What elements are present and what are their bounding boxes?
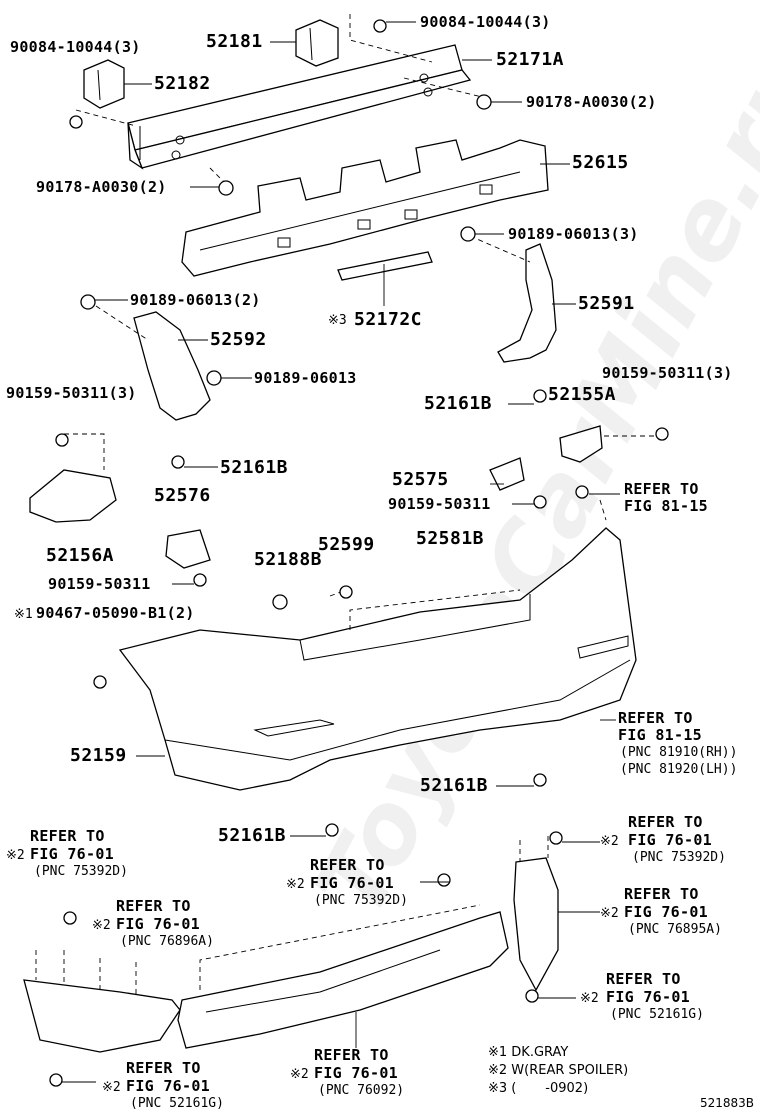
label-90159-50311-low: 90159-50311 [48, 575, 151, 593]
label-52591: 52591 [578, 293, 635, 314]
label-refer-fig-81-15-top-line1: REFER TO [624, 480, 699, 498]
label-refer-fig-81-15-low-line2: FIG 81-15 [618, 726, 702, 744]
label-52615: 52615 [572, 152, 629, 173]
label-refer-76092-line2: FIG 76-01 [314, 1064, 398, 1082]
label-refer-75392d-center-line2: FIG 76-01 [310, 874, 394, 892]
label-52172c: 52172C [354, 309, 423, 330]
label-90159-50311-left: 90159-50311(3) [6, 384, 137, 402]
label-refer-76092-line3: (PNC 76092) [318, 1083, 405, 1098]
label-52172c-note-mark: ※3 [328, 313, 347, 328]
label-refer-75392d-left-line3: (PNC 75392D) [34, 864, 128, 879]
label-pnc-81910-rh: (PNC 81910(RH)) [620, 745, 738, 760]
label-52161b-right: 52161B [424, 393, 493, 414]
pipe-52172c [337, 251, 433, 281]
spoiler-right-76895a [513, 857, 559, 992]
label-refer-76896a-line3: (PNC 76896A) [120, 934, 214, 949]
label-refer-76092-mark: ※2 [290, 1067, 309, 1082]
label-pnc-81920-lh: (PNC 81920(LH)) [620, 762, 738, 777]
label-52161b-left: 52161B [220, 457, 289, 478]
label-refer-76896a-line2: FIG 76-01 [116, 915, 200, 933]
label-90467-05090-b1: 90467-05090-B1(2) [36, 604, 195, 622]
label-refer-75392d-right-line2: FIG 76-01 [628, 831, 712, 849]
label-52599: 52599 [318, 534, 375, 555]
label-refer-52161g-left-line2: FIG 76-01 [126, 1077, 210, 1095]
label-52161b-bottom: 52161B [218, 825, 287, 846]
label-refer-52161g-right-line1: REFER TO [606, 970, 681, 988]
leader-lines [62, 21, 620, 1083]
label-52581b: 52581B [416, 528, 485, 549]
label-52156a: 52156A [46, 545, 115, 566]
bracket-52155a [559, 425, 603, 463]
label-52592: 52592 [210, 329, 267, 350]
label-refer-75392d-left-mark: ※2 [6, 848, 25, 863]
label-90189-06013-2: 90189-06013(2) [130, 291, 261, 309]
label-52576: 52576 [154, 485, 211, 506]
legend-dk-gray: ※1 DK.GRAY [488, 1045, 569, 1060]
label-52159: 52159 [70, 745, 127, 766]
label-refer-fig-81-15-top-line2: FIG 81-15 [624, 497, 708, 515]
label-refer-76896a-mark: ※2 [92, 918, 111, 933]
label-refer-52161g-left-line1: REFER TO [126, 1059, 201, 1077]
label-refer-76895a-line2: FIG 76-01 [624, 903, 708, 921]
label-refer-75392d-center-line1: REFER TO [310, 856, 385, 874]
label-90178-a0030-left: 90178-A0030(2) [36, 178, 167, 196]
label-refer-76895a-line1: REFER TO [624, 885, 699, 903]
energy-absorber-52615 [181, 139, 549, 277]
label-52181: 52181 [206, 31, 263, 52]
spoiler-left-76896a [23, 979, 181, 1053]
label-52182: 52182 [154, 73, 211, 94]
label-52575: 52575 [392, 469, 449, 490]
label-refer-52161g-right-mark: ※2 [580, 991, 599, 1006]
bracket-52575 [489, 457, 525, 491]
label-refer-75392d-center-mark: ※2 [286, 877, 305, 892]
label-refer-fig-81-15-low-line1: REFER TO [618, 709, 693, 727]
label-90189-06013-single: 90189-06013 [254, 369, 357, 387]
bracket-52182 [83, 59, 125, 109]
retainer-52591 [497, 243, 557, 363]
label-refer-76895a-mark: ※2 [600, 906, 619, 921]
assembly-dashed-lines [35, 14, 660, 996]
spoiler-center-76092 [177, 911, 509, 1049]
figure-code: 521883B [700, 1096, 755, 1110]
label-90159-50311-mid: 90159-50311 [388, 495, 491, 513]
label-90467-note-mark: ※1 [14, 607, 33, 622]
label-90084-10044-top-right: 90084-10044(3) [420, 13, 551, 31]
legend-date-range: ※3 ( -0902) [488, 1081, 589, 1096]
label-90178-a0030-right: 90178-A0030(2) [526, 93, 657, 111]
label-refer-76092-line1: REFER TO [314, 1046, 389, 1064]
label-90189-06013-3: 90189-06013(3) [508, 225, 639, 243]
label-refer-75392d-left-line2: FIG 76-01 [30, 845, 114, 863]
bumper-cover-52159 [118, 527, 637, 791]
label-refer-75392d-right-line3: (PNC 75392D) [632, 850, 726, 865]
label-refer-75392d-right-mark: ※2 [600, 834, 619, 849]
label-refer-52161g-right-line3: (PNC 52161G) [610, 1007, 704, 1022]
bracket-52156a [29, 469, 117, 523]
bracket-52181 [295, 19, 339, 67]
fasteners [49, 19, 669, 1087]
retainer-52592 [133, 311, 211, 421]
label-90084-10044-top-left: 90084-10044(3) [10, 38, 141, 56]
label-52155a: 52155A [548, 384, 617, 405]
label-90159-50311-right: 90159-50311(3) [602, 364, 733, 382]
label-52161b-mid: 52161B [420, 775, 489, 796]
label-52188b: 52188B [254, 549, 323, 570]
label-refer-52161g-left-line3: (PNC 52161G) [130, 1096, 224, 1111]
label-refer-75392d-right-line1: REFER TO [628, 813, 703, 831]
label-refer-75392d-left-line1: REFER TO [30, 827, 105, 845]
label-refer-52161g-left-mark: ※2 [102, 1080, 121, 1095]
label-refer-76896a-line1: REFER TO [116, 897, 191, 915]
bumper-reinforcement-52171a [127, 44, 472, 170]
label-refer-76895a-line3: (PNC 76895A) [628, 922, 722, 937]
bracket-52576 [165, 529, 211, 569]
label-refer-52161g-right-line2: FIG 76-01 [606, 988, 690, 1006]
legend-rear-spoiler: ※2 W(REAR SPOILER) [488, 1063, 629, 1078]
label-refer-75392d-center-line3: (PNC 75392D) [314, 893, 408, 908]
label-52171a: 52171A [496, 49, 565, 70]
